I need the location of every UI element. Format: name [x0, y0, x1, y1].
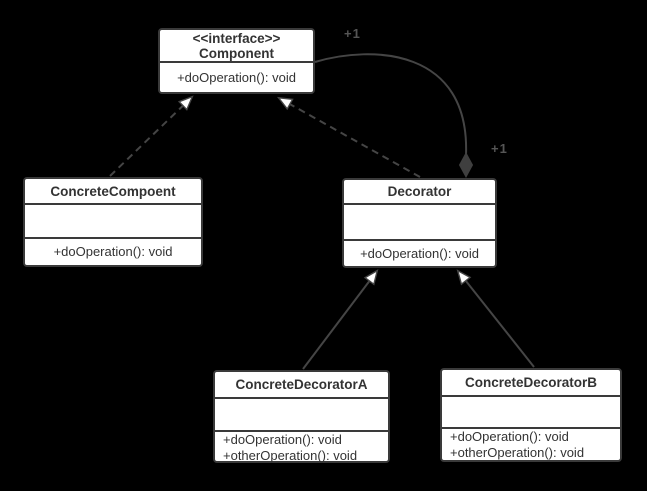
class-title-decorator: Decorator — [344, 180, 495, 203]
operations-compartment: +doOperation(): void — [344, 239, 495, 266]
class-box-decorator: Decorator +doOperation(): void — [342, 178, 497, 268]
class-title-concrete-decorator-b: ConcreteDecoratorB — [442, 370, 620, 395]
stereotype-label: <<interface>> — [192, 30, 281, 46]
generalization-arrow-decoratorb-to-decorator — [458, 271, 535, 368]
class-title-concrete-component: ConcreteCompoent — [25, 179, 201, 203]
generalization-arrow-decoratora-to-decorator — [302, 271, 377, 370]
attributes-compartment — [25, 203, 201, 237]
class-name: ConcreteCompoent — [50, 183, 176, 199]
operation-item: +doOperation(): void — [53, 244, 173, 259]
operations-compartment: +doOperation(): void — [160, 61, 313, 92]
class-name: ConcreteDecoratorB — [464, 375, 598, 390]
operation-item: +doOperation(): void — [223, 432, 342, 447]
attributes-compartment — [215, 397, 388, 430]
operations-compartment: +doOperation(): void — [25, 237, 201, 265]
class-box-concrete-decorator-b: ConcreteDecoratorB +doOperation(): void … — [440, 368, 622, 462]
operations-compartment: +doOperation(): void +otherOperation(): … — [215, 430, 388, 464]
operation-item: +otherOperation(): void — [450, 445, 585, 460]
operation-item: +otherOperation(): void — [223, 448, 358, 463]
multiplicity-label-top: +1 — [344, 26, 361, 41]
class-box-component: <<interface>> Component +doOperation(): … — [158, 28, 315, 94]
class-box-concrete-component: ConcreteCompoent +doOperation(): void — [23, 177, 203, 267]
aggregation-curve-decorator-to-component — [314, 53, 468, 156]
class-name: Decorator — [387, 184, 452, 199]
attributes-compartment — [344, 203, 495, 239]
aggregation-diamond-icon — [458, 151, 474, 179]
class-box-concrete-decorator-a: ConcreteDecoratorA +doOperation(): void … — [213, 370, 390, 463]
realization-arrow-concretecomponent-to-component — [109, 97, 192, 177]
class-name: Component — [199, 45, 274, 61]
operation-item: +doOperation(): void — [450, 429, 569, 444]
multiplicity-label-right: +1 — [491, 141, 508, 156]
class-title-concrete-decorator-a: ConcreteDecoratorA — [215, 372, 388, 397]
class-name: ConcreteDecoratorA — [235, 377, 368, 392]
attributes-compartment — [442, 395, 620, 427]
operations-compartment: +doOperation(): void +otherOperation(): … — [442, 427, 620, 461]
operation-item: +doOperation(): void — [177, 69, 296, 85]
operation-item: +doOperation(): void — [360, 245, 479, 261]
realization-arrow-decorator-to-component — [279, 98, 421, 178]
class-title-component: <<interface>> Component — [160, 30, 313, 61]
